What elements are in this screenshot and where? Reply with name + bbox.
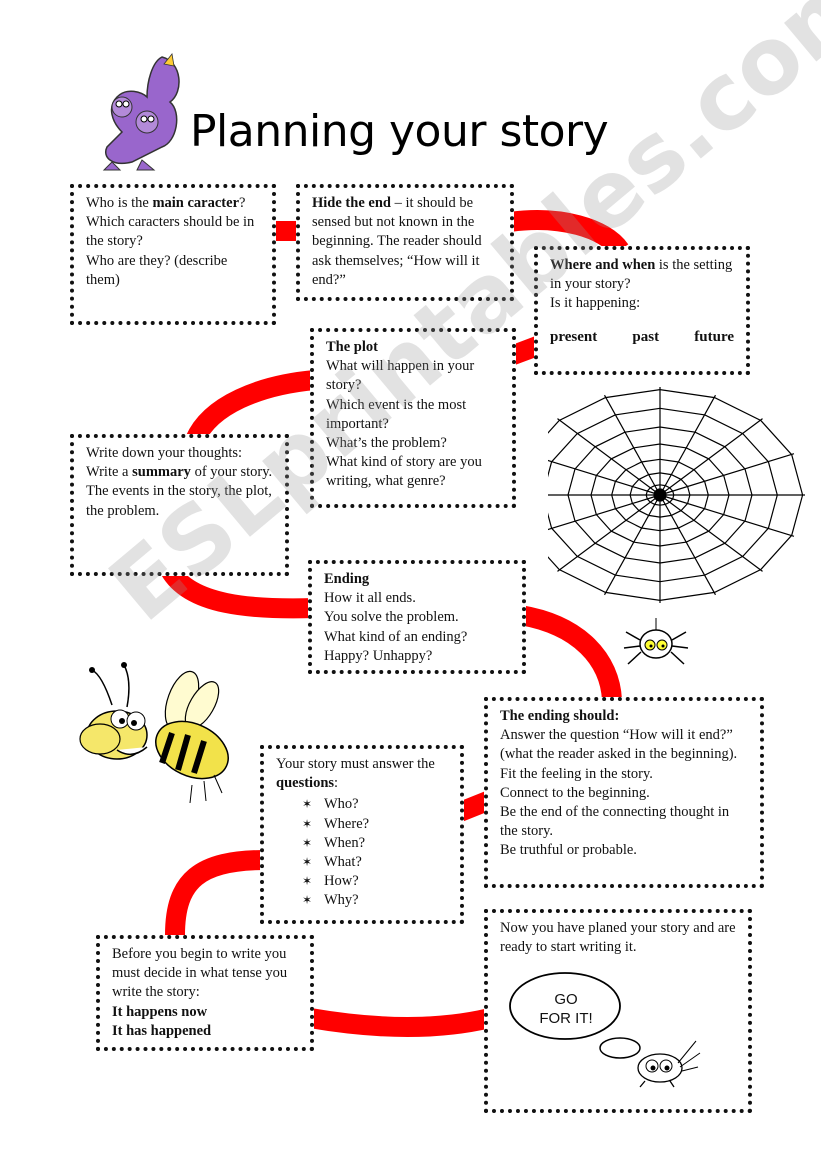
list-item: What? (302, 853, 448, 872)
spider-web-icon (548, 387, 805, 603)
tense-box: Before you begin to write you must decid… (96, 935, 314, 1051)
list-item: How? (302, 872, 448, 891)
setting-box: Where and when is the setting in your st… (534, 246, 750, 375)
list-item: When? (302, 834, 448, 853)
bee-icon (79, 662, 229, 804)
hide-the-end-box: Hide the end – it should be sensed but n… (296, 184, 514, 301)
tense-options: present past future (550, 328, 734, 347)
ending-box: Ending How it all ends. You solve the pr… (308, 560, 526, 674)
page-title: Planning your story (190, 106, 609, 157)
go-for-it-text: GO FOR IT! (539, 991, 593, 1027)
list-item: Who? (302, 795, 448, 814)
list-item: Where? (302, 815, 448, 834)
summary-box: Write down your thoughts: Write a summar… (70, 434, 289, 576)
speech-bubble (509, 972, 641, 1059)
questions-list: Who? Where? When? What? How? Why? (276, 795, 448, 910)
questions-box: Your story must answer the questions: Wh… (260, 745, 464, 924)
tense-past: past (632, 328, 660, 345)
main-character-label: main caracter (152, 195, 240, 211)
dragon-icon (102, 53, 180, 171)
tense-present: present (550, 328, 598, 345)
mouse-icon (637, 1040, 701, 1088)
main-character-box: Who is the main caracter? Which caracter… (70, 184, 276, 325)
list-item: Why? (302, 891, 448, 910)
plot-box: The plot What will happen in your story?… (310, 328, 516, 508)
spider-icon (623, 618, 689, 665)
ending-should-box: The ending should: Answer the question “… (484, 697, 764, 888)
tense-future: future (694, 328, 734, 345)
